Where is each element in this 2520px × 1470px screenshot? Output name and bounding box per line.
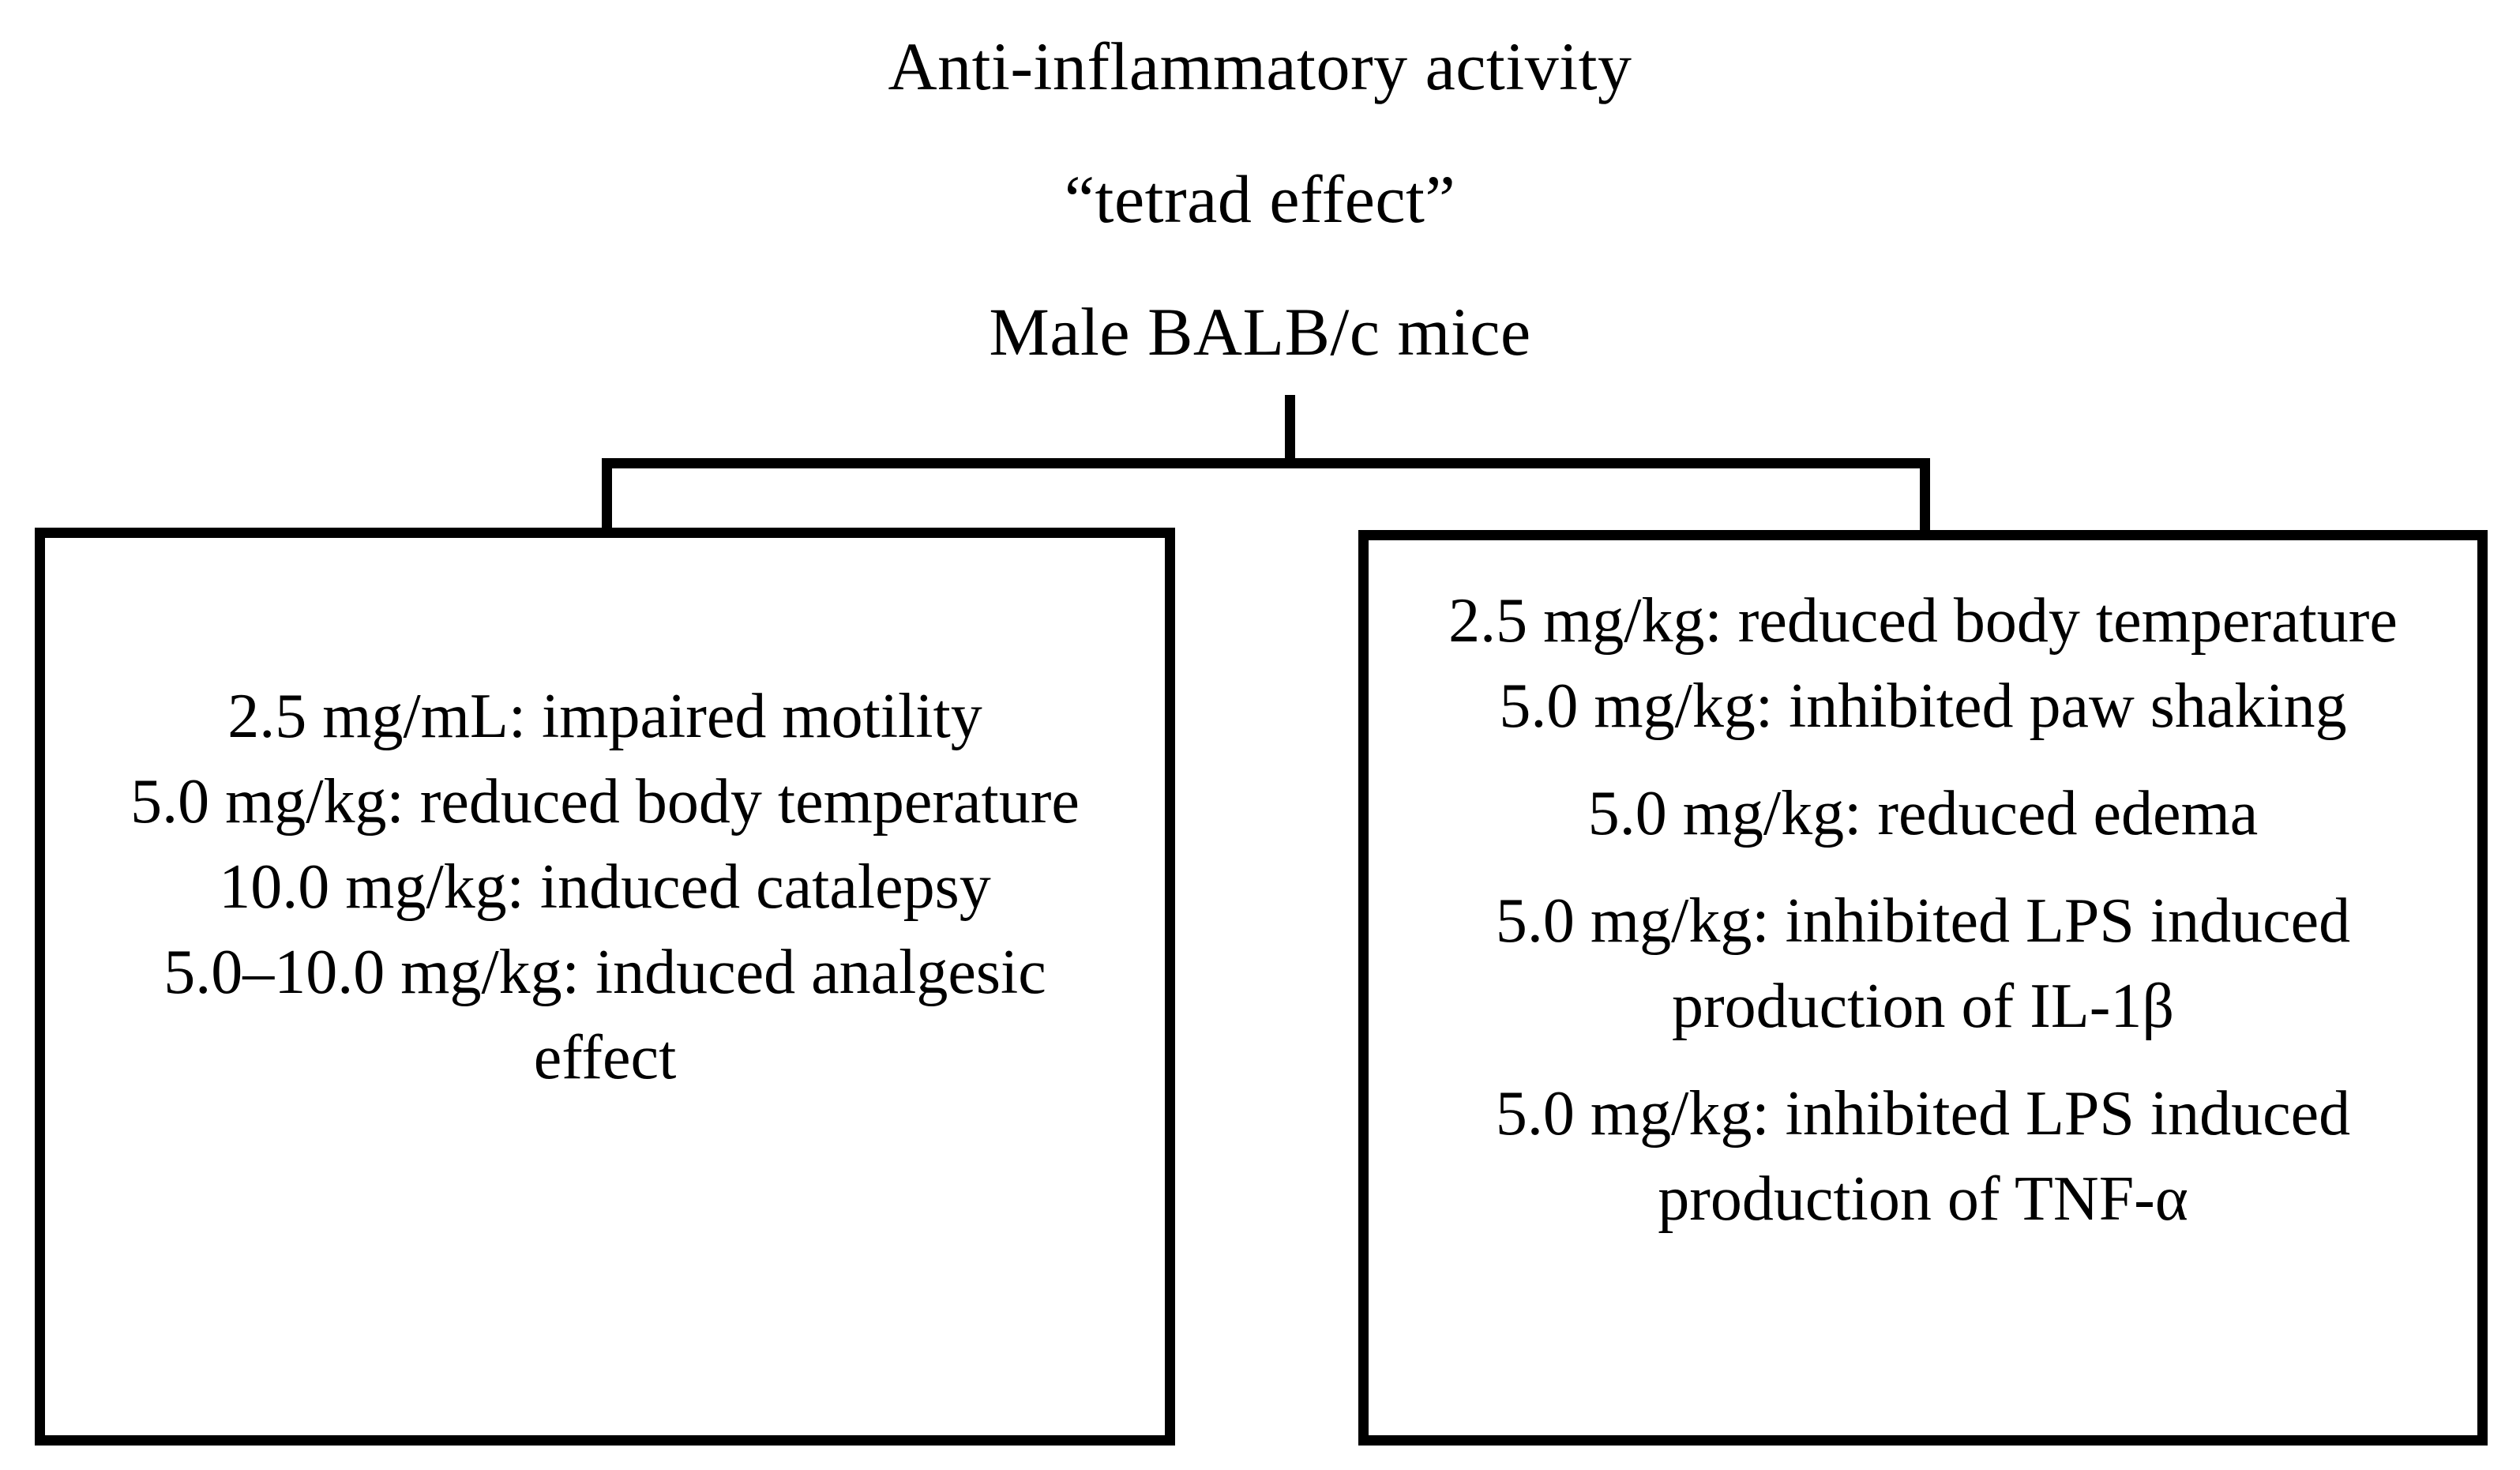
box-right-content: 2.5 mg/kg: reduced body temperature 5.0 … bbox=[1369, 578, 2477, 1242]
box-left: 2.5 mg/mL: impaired motility 5.0 mg/kg: … bbox=[35, 528, 1175, 1446]
connector-drop-left bbox=[602, 458, 612, 534]
box-right-line-1: 2.5 mg/kg: reduced body temperature bbox=[1448, 586, 2398, 656]
box-right: 2.5 mg/kg: reduced body temperature 5.0 … bbox=[1358, 530, 2488, 1446]
box-right-line-4: 5.0 mg/kg: inhibited LPS induced product… bbox=[1495, 886, 2351, 1041]
connector-stem-vertical bbox=[1285, 395, 1295, 468]
header-block: Anti-inflammatory activity “tetrad effec… bbox=[0, 0, 2520, 398]
box-right-line-5: 5.0 mg/kg: inhibited LPS induced product… bbox=[1495, 1079, 2351, 1234]
box-left-line-1: 2.5 mg/mL: impaired motility bbox=[227, 682, 982, 751]
box-left-line-3: 10.0 mg/kg: induced catalepsy bbox=[219, 852, 991, 922]
connector-horizontal-bar bbox=[602, 458, 1930, 468]
box-left-content: 2.5 mg/mL: impaired motility 5.0 mg/kg: … bbox=[45, 674, 1165, 1100]
header-line-animal-model: Male BALB/c mice bbox=[989, 294, 1531, 370]
connector-drop-right bbox=[1920, 458, 1930, 536]
box-right-line-2: 5.0 mg/kg: inhibited paw shaking bbox=[1499, 671, 2347, 741]
box-left-line-2: 5.0 mg/kg: reduced body temperature bbox=[130, 767, 1080, 837]
box-right-line-3: 5.0 mg/kg: reduced edema bbox=[1587, 779, 2259, 848]
header-line-title: Anti-inflammatory activity bbox=[888, 28, 1632, 104]
box-left-line-4: 5.0–10.0 mg/kg: induced analgesic effect bbox=[163, 938, 1046, 1092]
header-line-subtitle: “tetrad effect” bbox=[1064, 161, 1456, 237]
